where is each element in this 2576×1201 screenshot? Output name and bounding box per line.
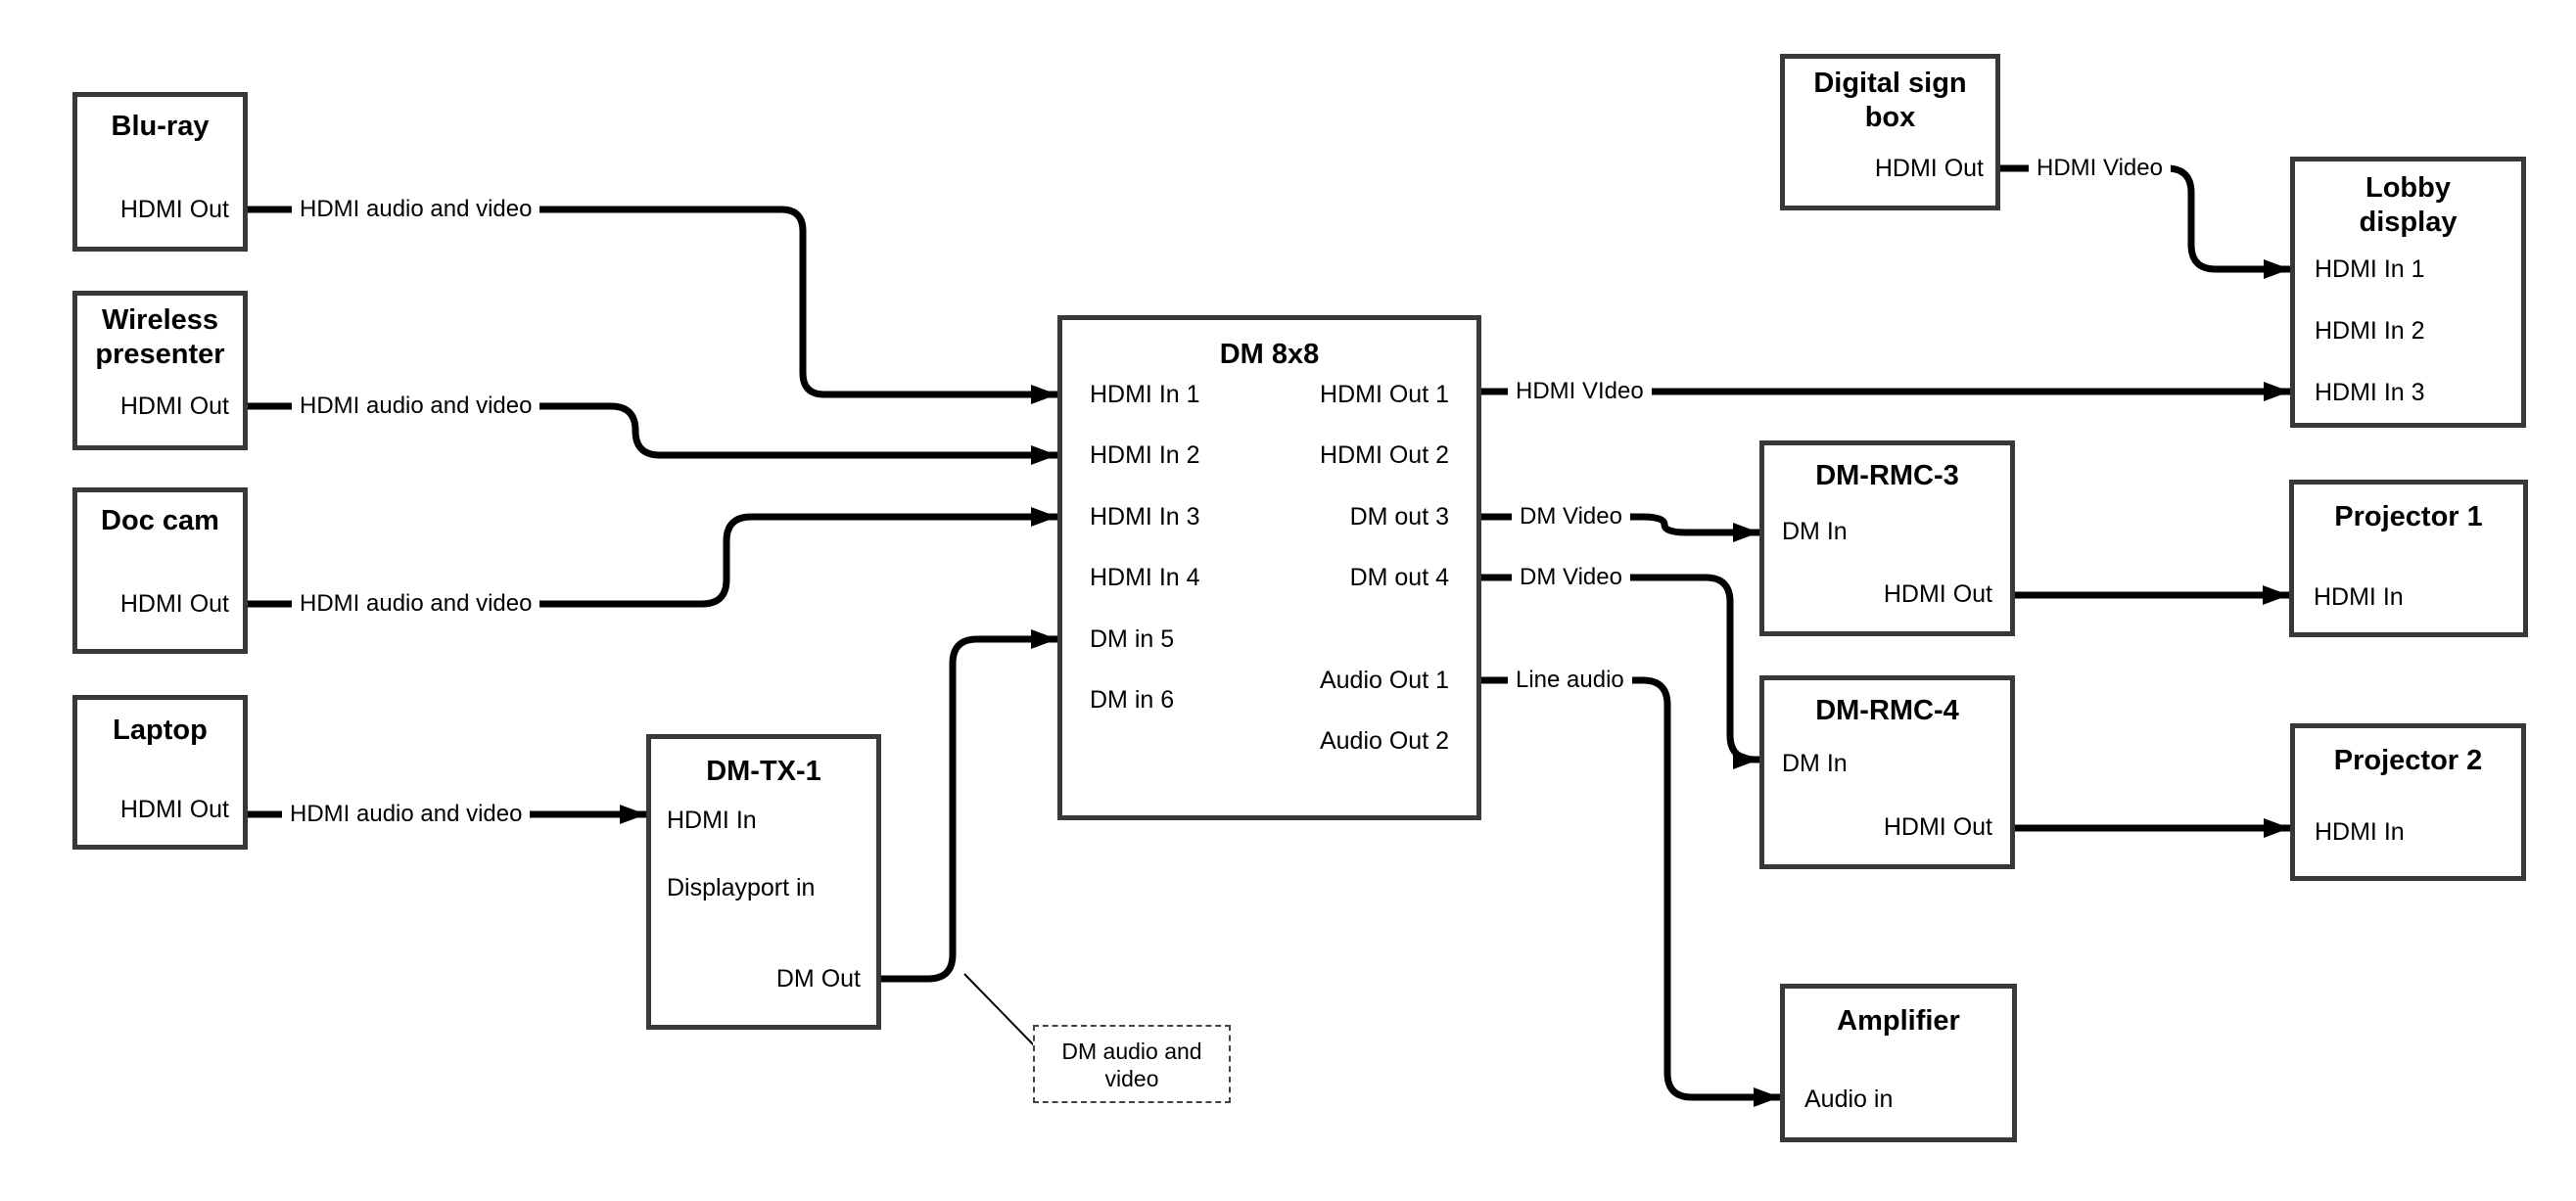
wire-dm8x8-audio1-to-amplifier bbox=[1481, 676, 1780, 1107]
port-hdmi-in-2: HDMI In 2 bbox=[2315, 317, 2425, 345]
port-displayport-in: Displayport in bbox=[667, 874, 816, 901]
port-hdmi-in-1: HDMI In 1 bbox=[1090, 381, 1200, 408]
wire-bluray-to-dm8x8-in1 bbox=[248, 206, 1057, 404]
node-bluray: Blu-ray HDMI Out bbox=[72, 92, 248, 252]
node-title: Projector 1 bbox=[2334, 501, 2483, 532]
node-title: DM-RMC-3 bbox=[1815, 460, 1959, 491]
node-title: Wireless presenter bbox=[95, 304, 225, 370]
node-dm-rmc-4: DM-RMC-4 DM In HDMI Out bbox=[1759, 675, 2015, 869]
port-dm-in-6: DM in 6 bbox=[1090, 686, 1175, 714]
node-title: DM-TX-1 bbox=[706, 756, 821, 787]
port-hdmi-in-4: HDMI In 4 bbox=[1090, 564, 1200, 591]
wire-wireless-to-dm8x8-in2 bbox=[248, 402, 1057, 465]
node-title: Digital sign box bbox=[1813, 68, 1967, 133]
port-hdmi-out: HDMI Out bbox=[1874, 155, 1984, 182]
port-dm-out-4: DM out 4 bbox=[1349, 564, 1449, 591]
wire-label: DM Video bbox=[1512, 502, 1630, 531]
node-amplifier: Amplifier Audio in bbox=[1780, 984, 2017, 1142]
node-digital-sign-box: Digital sign box HDMI Out bbox=[1780, 54, 2000, 210]
note-leader-line bbox=[963, 973, 1035, 1046]
port-dm-out: DM Out bbox=[775, 965, 861, 993]
port-hdmi-out-2: HDMI Out 2 bbox=[1320, 441, 1449, 469]
wire-label: HDMI audio and video bbox=[292, 589, 540, 619]
node-title: Doc cam bbox=[101, 505, 219, 536]
wire-doccam-to-dm8x8-in3 bbox=[248, 507, 1057, 608]
node-title: Laptop bbox=[113, 715, 208, 746]
wire-dm8x8-out3-to-rmc3 bbox=[1481, 513, 1759, 542]
node-title: Lobby display bbox=[2359, 172, 2458, 238]
node-projector-2: Projector 2 HDMI In bbox=[2290, 723, 2526, 881]
wire-label: Line audio bbox=[1508, 666, 1632, 695]
node-laptop: Laptop HDMI Out bbox=[72, 695, 248, 850]
wire-dmtx1-to-dm8x8-in5 bbox=[881, 629, 1057, 983]
port-audio-in: Audio in bbox=[1804, 1086, 1894, 1113]
wire-label: HDMI audio and video bbox=[292, 195, 540, 224]
wire-signbox-to-lobby-in1 bbox=[2000, 164, 2290, 279]
wire-label: HDMI audio and video bbox=[282, 800, 531, 829]
port-dm-out-3: DM out 3 bbox=[1349, 503, 1449, 531]
wire-dm8x8-out4-to-rmc4 bbox=[1481, 574, 1759, 769]
port-hdmi-in-3: HDMI In 3 bbox=[2315, 379, 2425, 406]
port-hdmi-out: HDMI Out bbox=[1883, 580, 1992, 608]
node-title: Blu-ray bbox=[111, 111, 210, 142]
node-projector-1: Projector 1 HDMI In bbox=[2289, 480, 2528, 637]
node-doc-cam: Doc cam HDMI Out bbox=[72, 487, 248, 654]
wire-label: HDMI audio and video bbox=[292, 392, 540, 421]
node-title: Amplifier bbox=[1837, 1005, 1960, 1037]
port-hdmi-in-2: HDMI In 2 bbox=[1090, 441, 1200, 469]
port-hdmi-in-1: HDMI In 1 bbox=[2315, 255, 2425, 283]
port-dm-in-5: DM in 5 bbox=[1090, 625, 1175, 653]
port-dm-in: DM In bbox=[1782, 518, 1848, 545]
port-hdmi-out: HDMI Out bbox=[119, 393, 229, 420]
port-hdmi-in: HDMI In bbox=[667, 807, 757, 834]
node-title: Projector 2 bbox=[2333, 745, 2483, 776]
node-wireless-presenter: Wireless presenter HDMI Out bbox=[72, 291, 248, 450]
port-audio-out-2: Audio Out 2 bbox=[1319, 727, 1449, 755]
node-lobby-display: Lobby display HDMI In 1 HDMI In 2 HDMI I… bbox=[2290, 157, 2526, 428]
port-hdmi-in-3: HDMI In 3 bbox=[1090, 503, 1200, 531]
node-dm-8x8: DM 8x8 HDMI In 1 HDMI In 2 HDMI In 3 HDM… bbox=[1057, 315, 1481, 820]
port-hdmi-out: HDMI Out bbox=[1883, 813, 1992, 841]
node-dm-tx-1: DM-TX-1 HDMI In Displayport in DM Out bbox=[646, 734, 881, 1030]
port-hdmi-out: HDMI Out bbox=[119, 590, 229, 618]
node-title: DM-RMC-4 bbox=[1815, 695, 1959, 726]
port-hdmi-out-1: HDMI Out 1 bbox=[1320, 381, 1449, 408]
wire-label: DM Video bbox=[1512, 563, 1630, 592]
wire-label: HDMI Video bbox=[2029, 154, 2171, 183]
port-hdmi-out: HDMI Out bbox=[119, 796, 229, 823]
node-dm-rmc-3: DM-RMC-3 DM In HDMI Out bbox=[1759, 440, 2015, 636]
node-title: DM 8x8 bbox=[1219, 339, 1320, 370]
port-hdmi-in: HDMI In bbox=[2315, 818, 2405, 846]
port-hdmi-out: HDMI Out bbox=[119, 196, 229, 223]
port-dm-in: DM In bbox=[1782, 750, 1848, 777]
note-dm-audio-and-video: DM audio and video bbox=[1033, 1025, 1231, 1103]
port-hdmi-in: HDMI In bbox=[2314, 583, 2404, 611]
wire-label: HDMI VIdeo bbox=[1508, 377, 1652, 406]
port-audio-out-1: Audio Out 1 bbox=[1319, 667, 1449, 694]
